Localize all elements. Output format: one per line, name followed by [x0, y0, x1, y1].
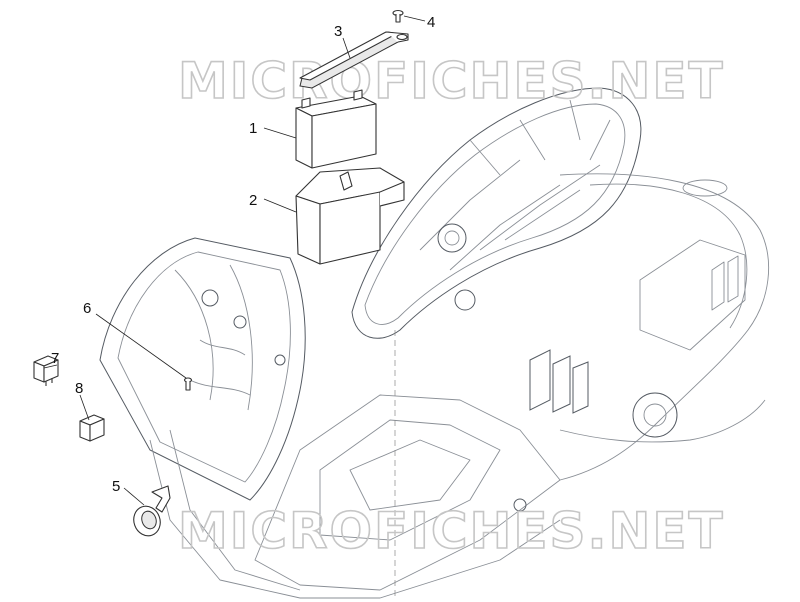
callout-4: 4	[427, 14, 435, 31]
callout-7: 7	[51, 350, 59, 367]
relay-icon	[79, 414, 105, 442]
callout-3: 3	[334, 23, 342, 40]
callout-8: 8	[75, 380, 83, 397]
callout-1: 1	[249, 120, 257, 137]
watermark-top: MICROFICHES.NET	[178, 52, 725, 110]
leader-lines	[43, 15, 426, 506]
battery-icon	[295, 89, 377, 169]
screw-icon	[392, 9, 404, 23]
fastener-icon	[183, 377, 193, 391]
horn-icon	[133, 485, 171, 537]
scooter-body-icon	[99, 87, 770, 600]
callout-6: 6	[83, 300, 91, 317]
watermark-bottom: MICROFICHES.NET	[178, 502, 725, 560]
battery-holder-icon	[295, 167, 405, 265]
callout-5: 5	[112, 478, 120, 495]
callout-2: 2	[249, 192, 257, 209]
battery-strap-icon	[299, 31, 409, 89]
